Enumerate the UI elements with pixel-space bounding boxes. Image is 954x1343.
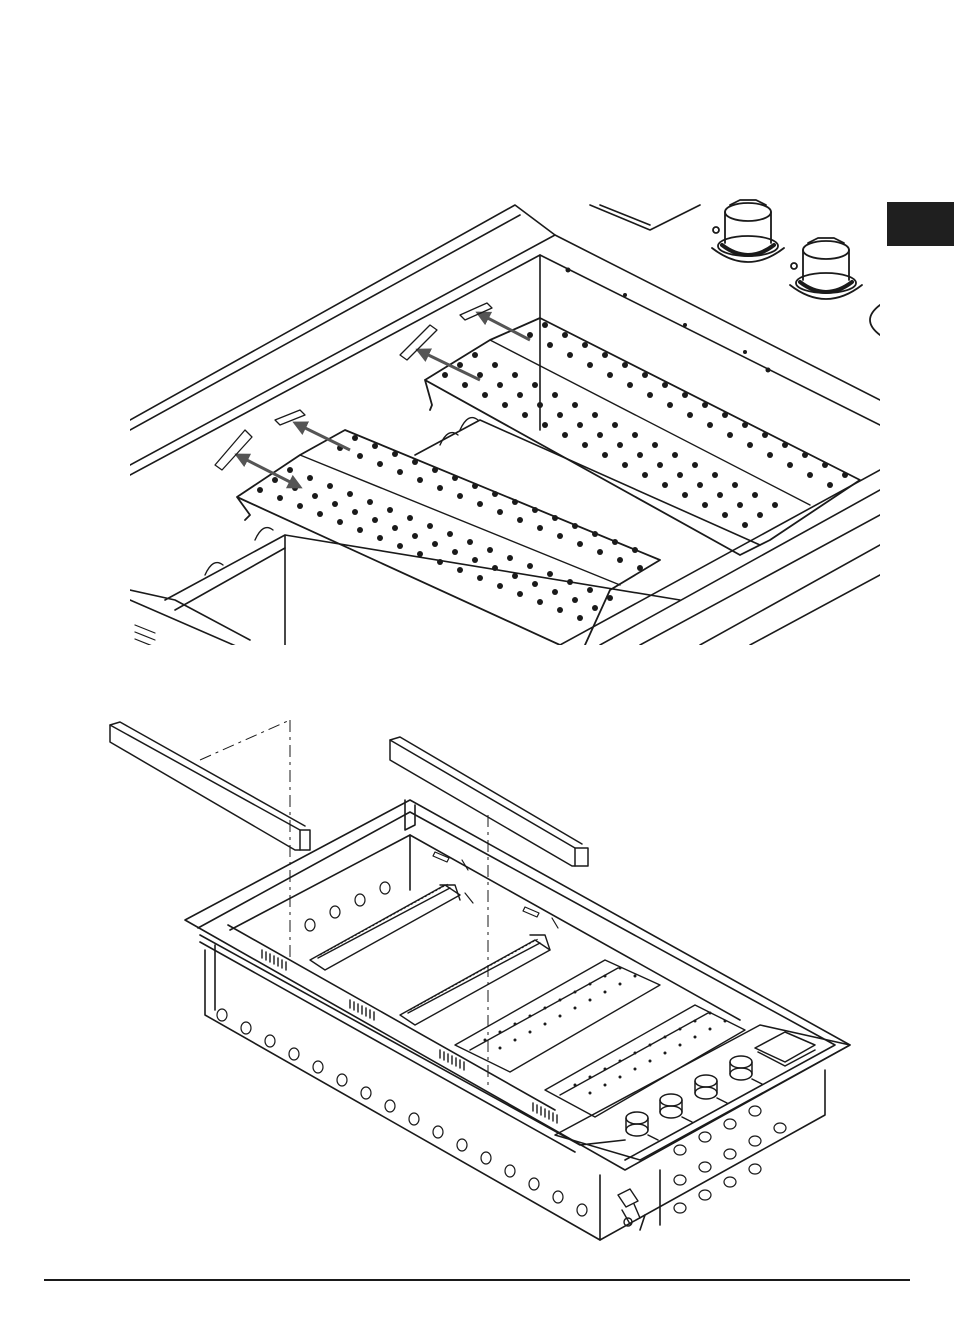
section-tab bbox=[887, 202, 954, 246]
small-knob-3-icon bbox=[694, 1074, 728, 1104]
fastener-dots bbox=[565, 267, 771, 373]
tamer-perforations bbox=[483, 966, 727, 1095]
flame-tamers-installed bbox=[454, 959, 746, 1118]
frame-rails bbox=[130, 204, 880, 645]
control-knobs-small bbox=[625, 1055, 763, 1141]
control-knobs bbox=[711, 199, 880, 336]
vent-slots bbox=[134, 624, 156, 645]
removal-arrows bbox=[214, 302, 531, 489]
overview-illustration bbox=[0, 700, 954, 1260]
burner-tubes bbox=[309, 884, 551, 1026]
loose-brackets bbox=[432, 851, 559, 929]
front-flame-tamer bbox=[236, 429, 661, 645]
small-knob-1-icon bbox=[625, 1111, 659, 1141]
detail-illustration bbox=[0, 0, 954, 660]
left-side-rail bbox=[109, 721, 311, 851]
burner-ports bbox=[319, 883, 539, 1011]
footer-rule bbox=[44, 1279, 910, 1281]
small-knob-2-icon bbox=[659, 1093, 693, 1123]
grill-body bbox=[184, 799, 851, 1241]
gas-inlet-fitting bbox=[617, 1188, 641, 1227]
rear-flame-tamer bbox=[424, 317, 861, 556]
knob-2-icon bbox=[789, 237, 863, 300]
detail-illustration-svg bbox=[130, 199, 880, 645]
vent-slot-groups bbox=[261, 949, 558, 1124]
control-panel bbox=[554, 1024, 851, 1161]
small-knob-4-icon bbox=[729, 1055, 763, 1085]
side-wall-holes bbox=[204, 416, 479, 576]
overview-illustration-svg bbox=[109, 719, 851, 1241]
knob-1-icon bbox=[711, 199, 785, 263]
front-wall-holes bbox=[216, 881, 787, 1217]
right-side-rail bbox=[389, 736, 589, 867]
